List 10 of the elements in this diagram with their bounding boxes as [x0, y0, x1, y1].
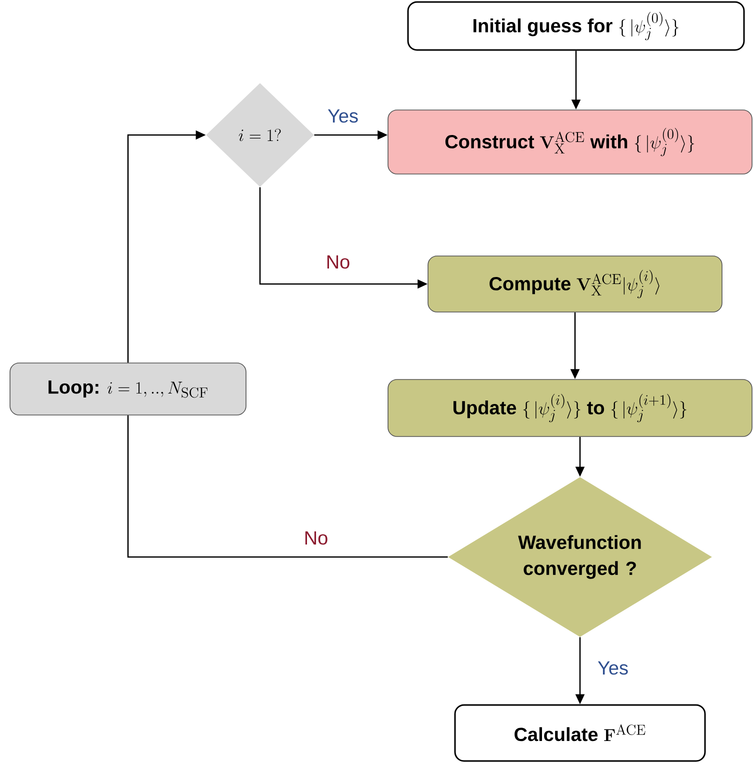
end-box: $\textbf{Calculate }\mathbf{F}^{\mathrm{ACE}}$ — [454, 704, 706, 762]
edge-label: Yes — [596, 660, 630, 676]
edge-label: No — [324, 254, 352, 270]
start-box: $\textbf{Initial guess for }\{\,|\psi_j^{(0)}\rangle\}$ — [407, 1, 745, 51]
process-box: $\textbf{Update }\{\,|\psi_j^{(i)}\rangle\}\textbf{ to }\{\,|\psi_j^{(i+1)}\rangle\}$ — [388, 379, 752, 437]
edge-label: Yes — [326, 108, 360, 124]
edge-label: No — [302, 530, 330, 546]
process-box: $\textbf{Compute }\mathbf{V}_{\mathrm{X}}^{\mathrm{ACE}}|\psi_j^{(i)}\rangle$ — [428, 256, 722, 312]
loop-box: $\textbf{Loop: }i=1,..,N_{\mathrm{SCF}}$ — [10, 362, 246, 416]
process-box: $\textbf{Construct }\mathbf{V}_{\mathrm{X}}^{\mathrm{ACE}}\textbf{ with }\{\,|\psi_j^{(0)}\rangle\}$ — [388, 110, 752, 174]
